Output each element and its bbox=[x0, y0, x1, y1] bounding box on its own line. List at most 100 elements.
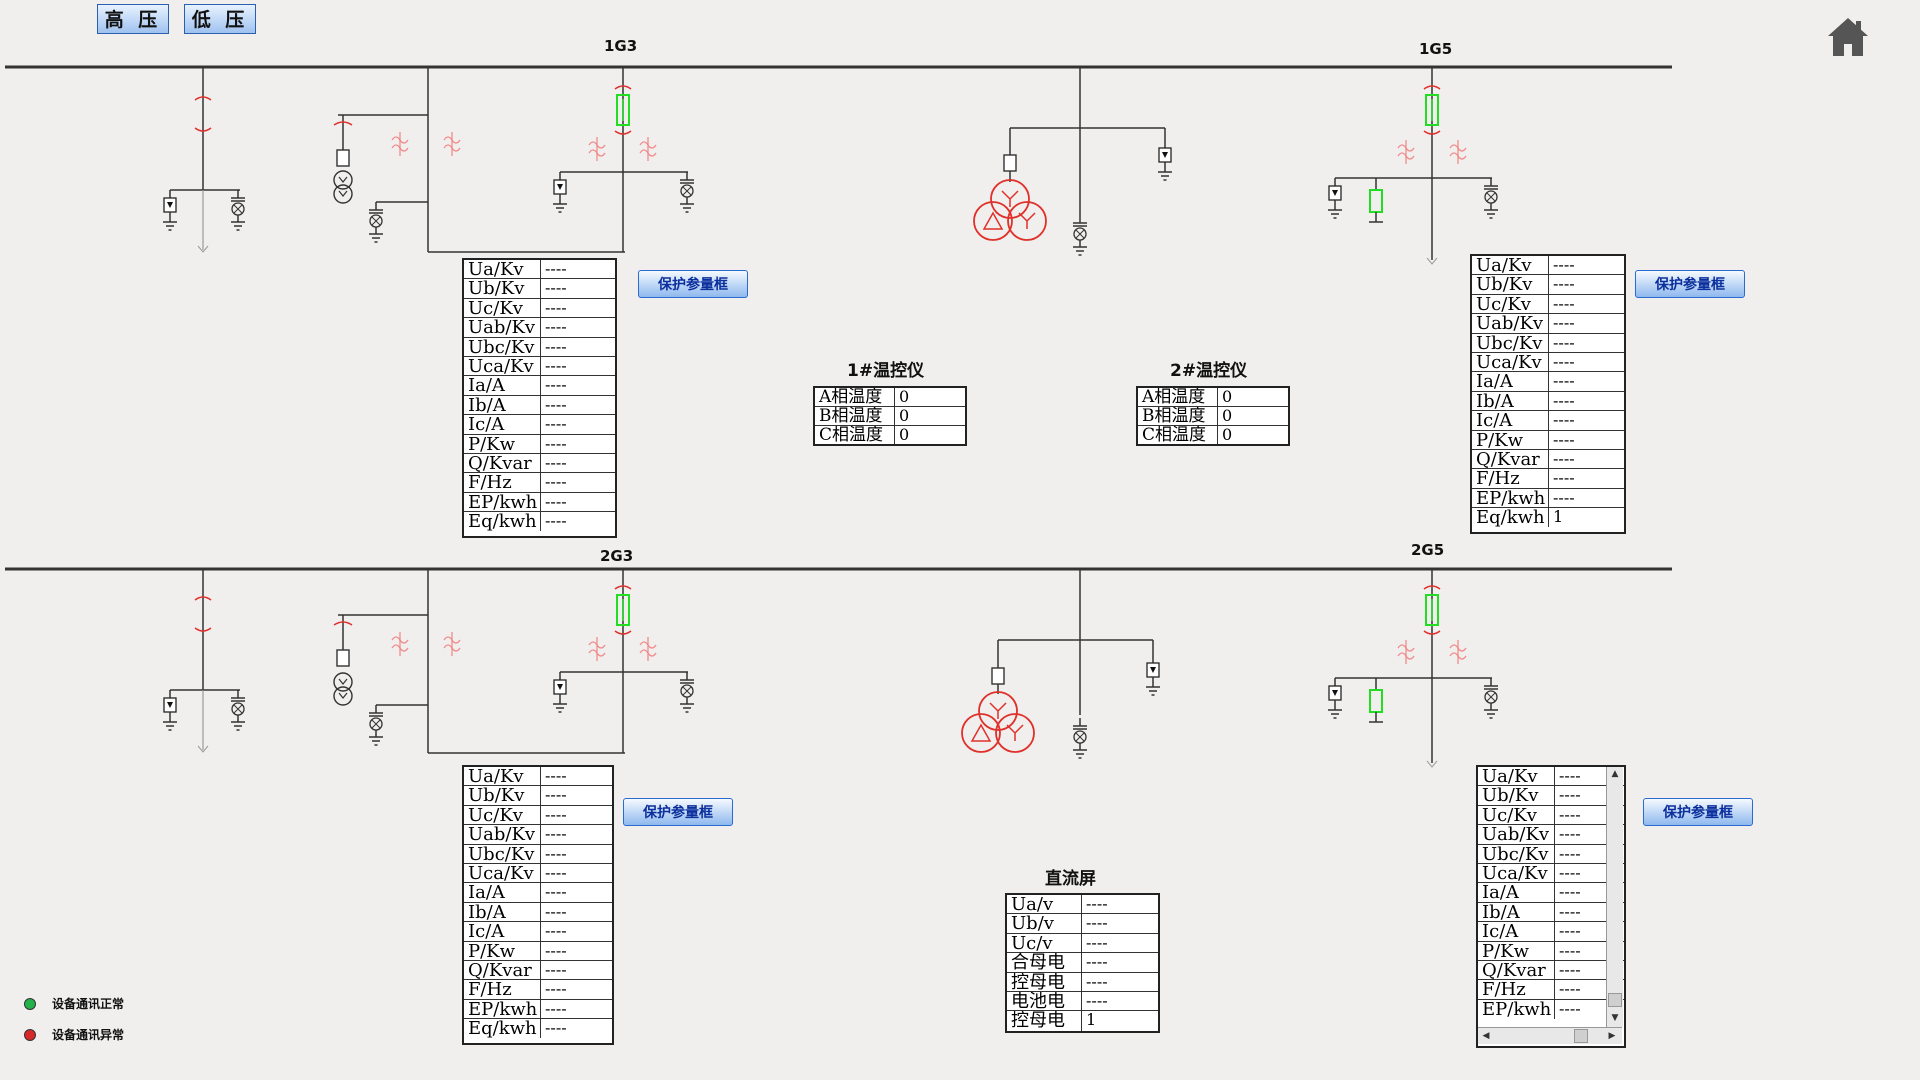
legend-ok-label: 设备通讯正常 bbox=[52, 997, 125, 1011]
row-value: ---- bbox=[1559, 941, 1581, 960]
row-value: ---- bbox=[1553, 333, 1575, 352]
table-row: Uc/Kv---- bbox=[464, 298, 615, 319]
scroll-up-icon[interactable]: ▲ bbox=[1611, 769, 1619, 779]
table-row: Uc/v---- bbox=[1007, 933, 1158, 954]
row-label: Q/Kvar bbox=[1472, 449, 1549, 469]
table-row: P/Kw---- bbox=[1478, 941, 1624, 961]
row-value: ---- bbox=[545, 318, 567, 337]
scroll-down-icon[interactable]: ▼ bbox=[1611, 1013, 1619, 1023]
row-label: F/Hz bbox=[1472, 469, 1549, 488]
row-label: Uca/Kv bbox=[464, 863, 541, 883]
row-label: F/Hz bbox=[464, 980, 541, 999]
row-value: ---- bbox=[1086, 895, 1108, 913]
row-label: Uca/Kv bbox=[464, 356, 541, 376]
row-value: 0 bbox=[1222, 388, 1233, 406]
row-value: ---- bbox=[545, 980, 567, 999]
row-label: B相温度 bbox=[1138, 407, 1218, 425]
row-value: ---- bbox=[545, 395, 567, 414]
temp-controller-2-title: 2#温控仪 bbox=[1170, 361, 1248, 381]
row-value: ---- bbox=[1086, 972, 1108, 991]
row-label: Ib/A bbox=[464, 395, 541, 415]
row-value: ---- bbox=[545, 298, 567, 317]
row-label: Ia/A bbox=[464, 883, 541, 902]
row-label: Ua/Kv bbox=[464, 260, 541, 279]
row-label: Ua/Kv bbox=[1472, 256, 1549, 275]
table-row: Ua/Kv---- bbox=[1478, 767, 1624, 787]
row-label: EP/kwh bbox=[1472, 488, 1549, 508]
table-row: Ib/A---- bbox=[464, 902, 612, 923]
table-row: Eq/kwh---- bbox=[464, 512, 615, 532]
hscroll-thumb[interactable] bbox=[1574, 1029, 1588, 1043]
table-row: EP/kwh---- bbox=[464, 492, 615, 513]
table-row: Ua/Kv---- bbox=[464, 260, 615, 280]
row-label: Q/Kvar bbox=[464, 453, 541, 473]
row-value: ---- bbox=[545, 279, 567, 298]
row-label: Ua/Kv bbox=[464, 767, 541, 786]
legend-err-label: 设备通讯异常 bbox=[52, 1028, 125, 1042]
meter-2g5-hscroll[interactable]: ◀ ▶ bbox=[1478, 1027, 1622, 1044]
bay-label-1g5: 1G5 bbox=[1419, 40, 1453, 58]
row-label: 电池电 bbox=[1007, 991, 1082, 1011]
scroll-left-icon[interactable]: ◀ bbox=[1482, 1031, 1490, 1041]
bay-label-2g3: 2G3 bbox=[600, 547, 634, 565]
row-label: A相温度 bbox=[815, 388, 895, 406]
protect-params-button-2g3[interactable]: 保护参量框 bbox=[623, 798, 733, 826]
table-row: Uc/Kv---- bbox=[1472, 294, 1624, 315]
row-label: C相温度 bbox=[1138, 426, 1218, 444]
table-row: Uab/Kv---- bbox=[1478, 825, 1624, 845]
row-label: Ua/v bbox=[1007, 895, 1082, 914]
row-value: ---- bbox=[545, 473, 567, 492]
protect-params-button-1g5[interactable]: 保护参量框 bbox=[1635, 270, 1745, 298]
table-row: Uab/Kv---- bbox=[464, 318, 615, 338]
row-label: Ic/A bbox=[464, 415, 541, 434]
row-label: Uc/Kv bbox=[464, 298, 541, 318]
row-label: 控母电 bbox=[1007, 972, 1082, 991]
row-value: ---- bbox=[1559, 922, 1581, 941]
row-value: ---- bbox=[545, 376, 567, 395]
scroll-right-icon[interactable]: ▶ bbox=[1608, 1031, 1616, 1041]
row-value: ---- bbox=[1086, 914, 1108, 933]
table-row: Ub/Kv---- bbox=[464, 786, 612, 806]
row-label: EP/kwh bbox=[1478, 999, 1555, 1020]
row-value: ---- bbox=[545, 863, 567, 882]
home-icon[interactable] bbox=[1826, 16, 1870, 58]
table-row: Ubc/Kv---- bbox=[464, 844, 612, 864]
row-value: ---- bbox=[1559, 902, 1581, 921]
meter-table-2g5[interactable]: Ua/Kv----Ub/Kv----Uc/Kv----Uab/Kv----Ubc… bbox=[1476, 765, 1626, 1048]
row-value: ---- bbox=[1553, 294, 1575, 313]
scroll-thumb[interactable] bbox=[1608, 993, 1622, 1007]
row-label: Uab/Kv bbox=[1478, 825, 1555, 844]
dc-panel-title: 直流屏 bbox=[1045, 869, 1096, 889]
table-row: Ubc/Kv---- bbox=[1478, 844, 1624, 864]
row-value: 0 bbox=[1222, 407, 1233, 425]
table-row: 电池电---- bbox=[1007, 991, 1158, 1012]
row-value: ---- bbox=[1559, 767, 1581, 785]
row-label: Ub/Kv bbox=[1478, 786, 1555, 805]
row-value: ---- bbox=[545, 941, 567, 960]
tab-low-voltage[interactable]: 低 压 bbox=[184, 4, 256, 34]
table-row: Ib/A---- bbox=[1478, 902, 1624, 923]
row-label: Uc/Kv bbox=[1478, 805, 1555, 825]
meter-2g5-vscroll[interactable]: ▲ ▼ bbox=[1606, 767, 1623, 1027]
row-label: C相温度 bbox=[815, 426, 895, 444]
protect-params-button-1g3[interactable]: 保护参量框 bbox=[638, 270, 748, 298]
row-value: 0 bbox=[899, 426, 910, 444]
row-label: Uc/v bbox=[1007, 933, 1082, 953]
row-value: ---- bbox=[1553, 314, 1575, 333]
row-label: Ub/Kv bbox=[1472, 275, 1549, 294]
table-row: Q/Kvar---- bbox=[464, 453, 615, 474]
protect-params-button-2g5[interactable]: 保护参量框 bbox=[1643, 798, 1753, 826]
table-row: Ia/A---- bbox=[1472, 372, 1624, 392]
row-value: 0 bbox=[899, 388, 910, 406]
status-ok-icon bbox=[24, 997, 36, 1010]
table-row: Ia/A---- bbox=[464, 883, 612, 903]
row-label: Ic/A bbox=[1472, 411, 1549, 430]
row-value: ---- bbox=[545, 999, 567, 1018]
tab-high-voltage[interactable]: 高 压 bbox=[97, 4, 169, 34]
row-value: ---- bbox=[545, 883, 567, 902]
row-label: B相温度 bbox=[815, 407, 895, 425]
